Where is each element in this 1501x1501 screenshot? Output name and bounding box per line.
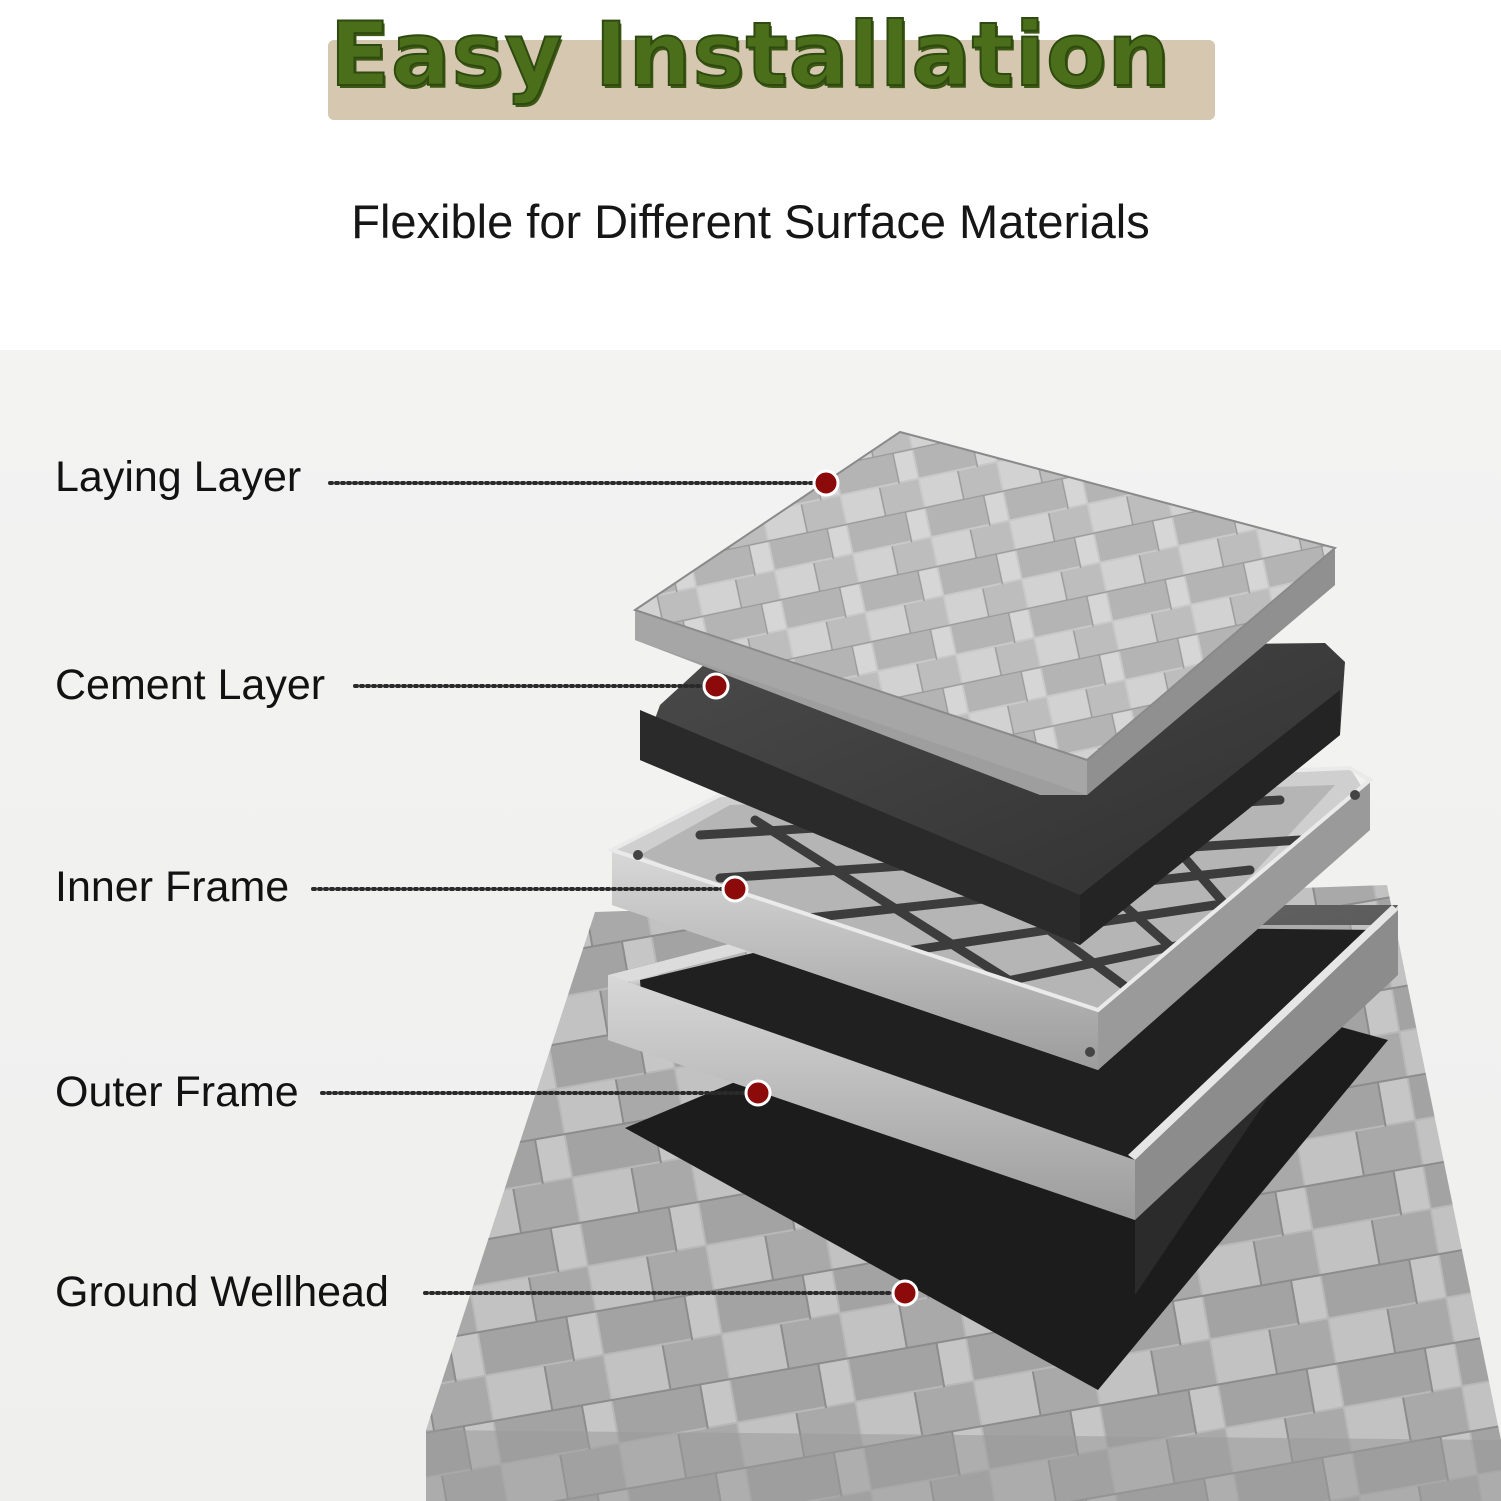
label-laying-layer: Laying Layer (55, 453, 302, 501)
leader-lines (311, 469, 919, 1307)
marker-dot-outer-frame (744, 1079, 772, 1107)
page-subtitle: Flexible for Different Surface Materials (351, 195, 1150, 248)
marker-dot-inner-frame (721, 875, 749, 903)
marker-dot-cement-layer (702, 672, 730, 700)
label-ground-wellhead: Ground Wellhead (55, 1268, 389, 1316)
label-cement-layer: Cement Layer (55, 661, 326, 709)
marker-dot-laying-layer (812, 469, 840, 497)
label-inner-frame: Inner Frame (55, 863, 290, 911)
title-banner (328, 40, 1215, 120)
laying-layer-graphic (632, 430, 1338, 795)
label-outer-frame: Outer Frame (55, 1068, 299, 1116)
marker-dot-ground-wellhead (891, 1279, 919, 1307)
page-title: Easy Installation (329, 2, 1172, 107)
